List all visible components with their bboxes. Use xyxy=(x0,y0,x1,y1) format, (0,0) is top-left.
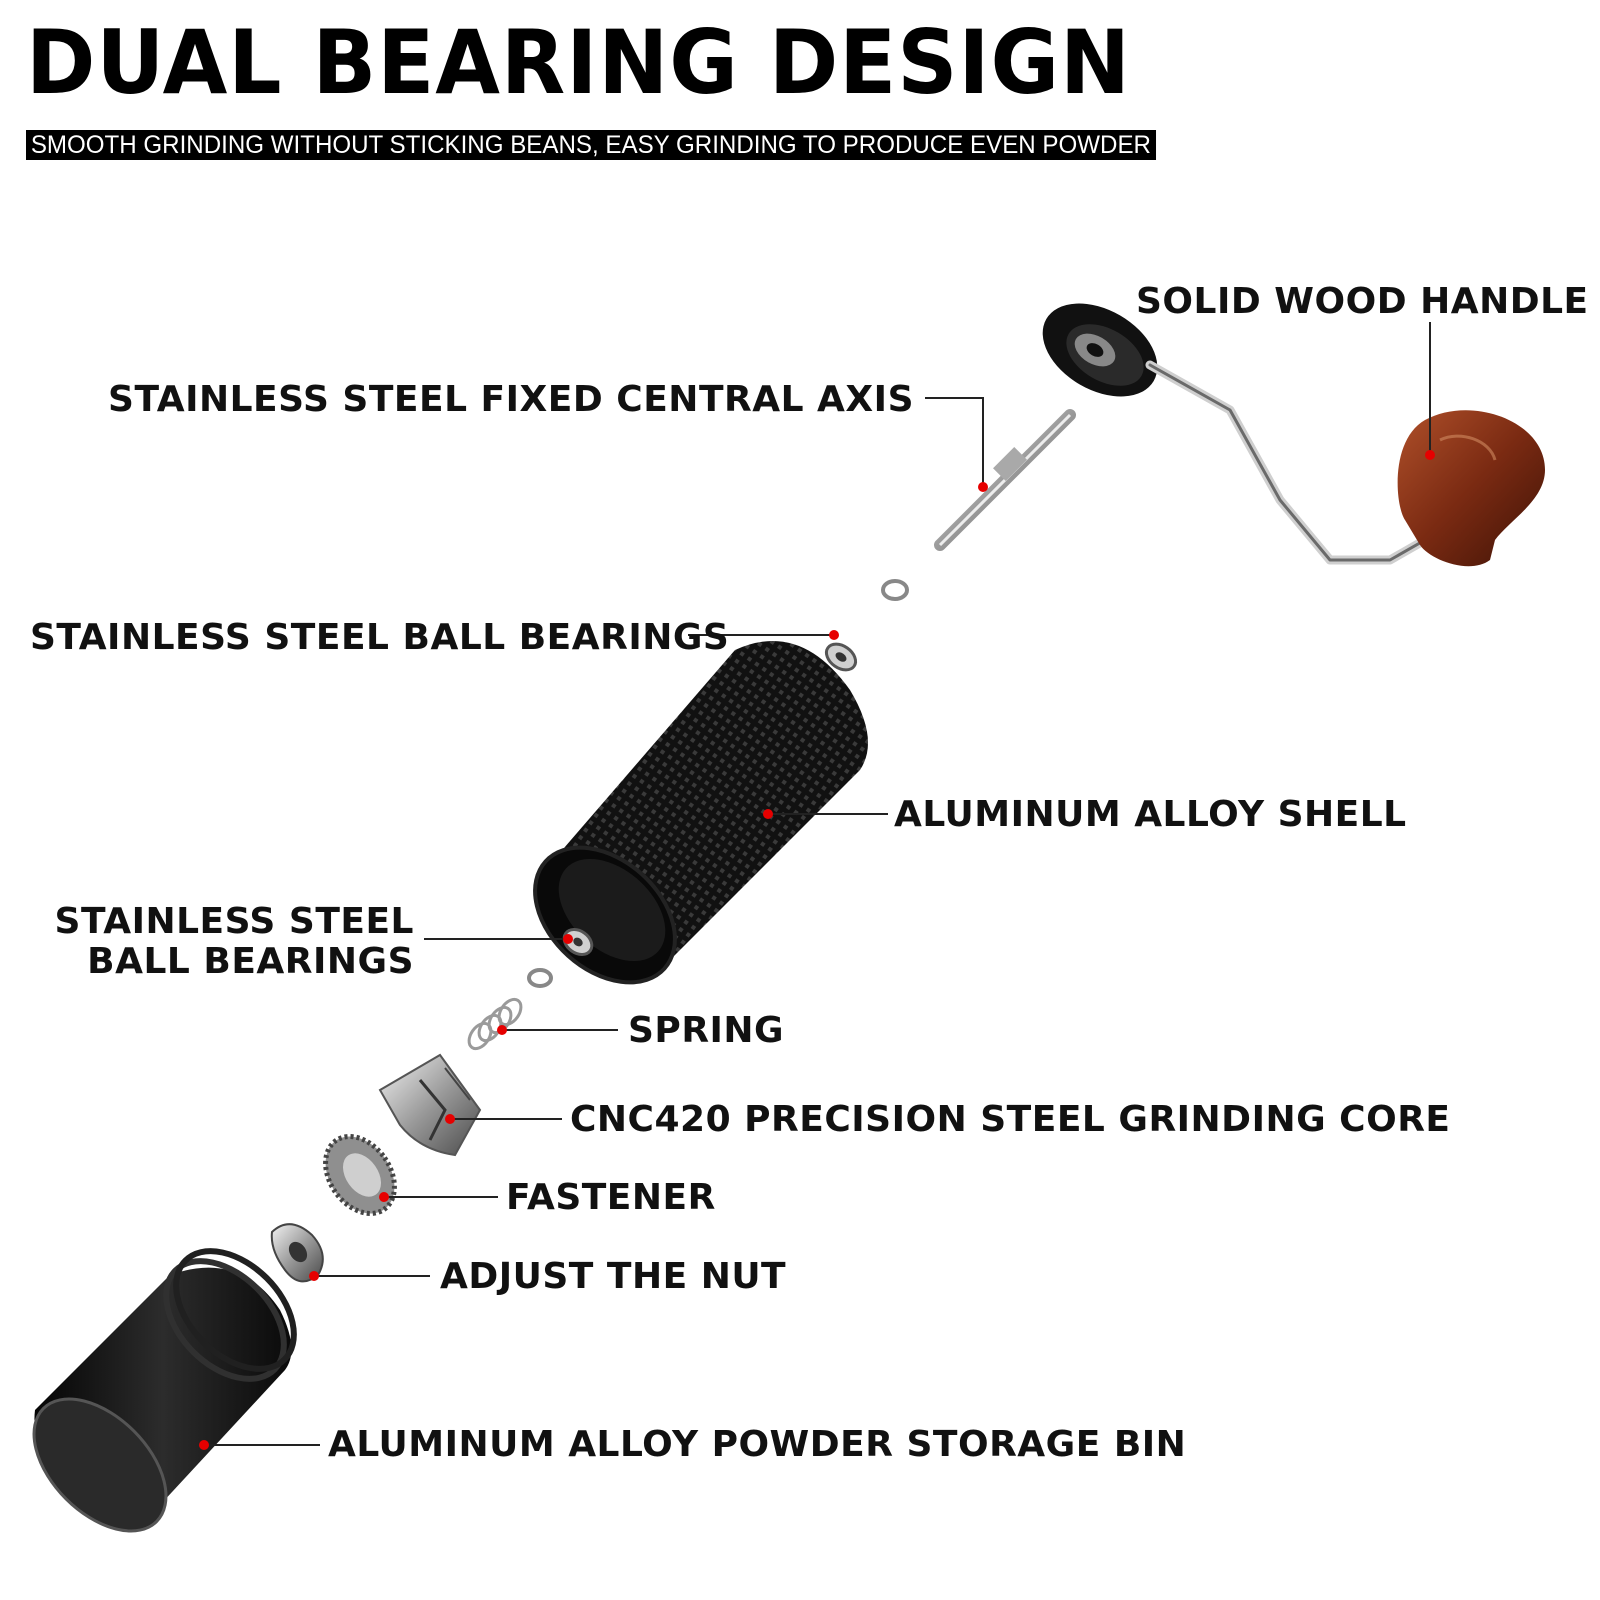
label-aluminum-shell: ALUMINUM ALLOY SHELL xyxy=(894,794,1407,835)
page-subtitle: SMOOTH GRINDING WITHOUT STICKING BEANS, … xyxy=(26,130,1156,160)
wood-knob xyxy=(1397,410,1545,567)
label-lower-ball-bearings: STAINLESS STEEL BALL BEARINGS xyxy=(54,901,414,982)
spring-part xyxy=(467,997,523,1051)
label-upper-ball-bearings: STAINLESS STEEL BALL BEARINGS xyxy=(30,617,730,658)
leader-lines xyxy=(204,322,1431,1446)
marker-handle xyxy=(1425,450,1435,460)
storage-bin xyxy=(32,1248,297,1533)
aluminum-shell xyxy=(533,641,868,985)
central-axis xyxy=(934,409,1076,551)
marker-axis xyxy=(978,482,988,492)
washer-upper xyxy=(881,579,909,601)
marker-fastener xyxy=(379,1192,389,1202)
washer-lower xyxy=(527,968,553,988)
marker-bin xyxy=(199,1440,209,1450)
label-storage-bin: ALUMINUM ALLOY POWDER STORAGE BIN xyxy=(328,1424,1187,1465)
grinding-core xyxy=(378,1053,482,1157)
upper-ball-bearing xyxy=(824,642,858,672)
marker-shell xyxy=(763,809,773,819)
label-grinding-core: CNC420 PRECISION STEEL GRINDING CORE xyxy=(570,1099,1451,1140)
adjust-nut-part xyxy=(270,1223,324,1283)
label-fastener: FASTENER xyxy=(506,1177,716,1218)
marker-upper-bearings xyxy=(829,630,839,640)
label-adjust-nut: ADJUST THE NUT xyxy=(440,1256,787,1297)
crank-handle xyxy=(1042,303,1430,565)
leader-axis xyxy=(925,397,984,487)
label-spring: SPRING xyxy=(628,1010,785,1051)
lower-ball-bearing xyxy=(562,928,594,956)
fastener-part xyxy=(323,1134,397,1216)
marker-core xyxy=(445,1114,455,1124)
page-title: DUAL BEARING DESIGN xyxy=(26,11,1131,114)
label-central-axis: STAINLESS STEEL FIXED CENTRAL AXIS xyxy=(108,379,914,420)
label-solid-wood-handle: SOLID WOOD HANDLE xyxy=(1136,281,1589,322)
marker-nut xyxy=(309,1271,319,1281)
marker-lower-bearings xyxy=(563,934,573,944)
marker-spring xyxy=(497,1025,507,1035)
callout-markers xyxy=(199,450,1435,1450)
